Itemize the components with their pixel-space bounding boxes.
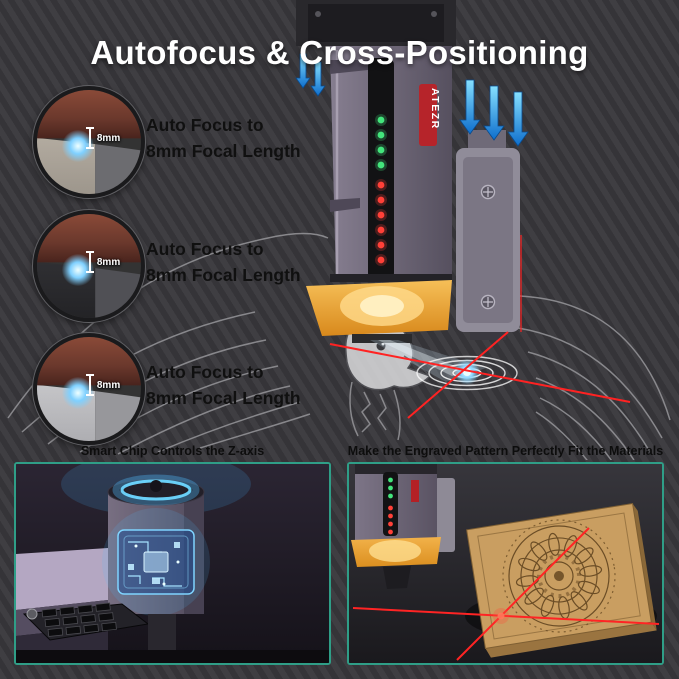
smart-chip-photo <box>16 464 329 663</box>
laser-module-mini <box>351 464 455 589</box>
focus-attachment <box>456 130 520 340</box>
screw-icon <box>480 294 496 310</box>
measure-bracket-icon <box>85 374 94 397</box>
led-strip <box>368 58 394 280</box>
laser-head-orange <box>306 280 452 343</box>
feature-label-line2: 8mm Focal Length <box>146 388 301 408</box>
page-title: Autofocus & Cross-Positioning <box>90 34 589 71</box>
feature-label-line2: 8mm Focal Length <box>146 265 301 285</box>
focus-photo-3: 8mm <box>33 333 145 445</box>
focal-length-measure: 8mm <box>85 374 121 397</box>
measure-value: 8mm <box>96 132 121 144</box>
measure-value: 8mm <box>96 379 121 391</box>
focal-length-measure: 8mm <box>85 251 121 274</box>
focus-light-glow <box>61 253 94 286</box>
screw-icon <box>480 184 496 200</box>
feature-label-2: Auto Focus to 8mm Focal Length <box>146 236 301 288</box>
focal-length-measure: 8mm <box>85 127 121 150</box>
feature-label-line1: Auto Focus to <box>146 362 264 382</box>
measure-value: 8mm <box>96 256 121 268</box>
feature-label-1: Auto Focus to 8mm Focal Length <box>146 112 301 164</box>
wood-board <box>466 503 657 658</box>
engraving-panel <box>347 462 664 665</box>
focus-photo-1: 8mm <box>33 86 145 198</box>
panel-caption-right: Make the Engraved Pattern Perfectly Fit … <box>347 444 664 458</box>
focus-photo-2: 8mm <box>33 210 145 322</box>
brand-badge <box>419 84 437 146</box>
smart-chip <box>117 529 195 595</box>
engraving-photo <box>349 464 662 663</box>
measure-bracket-icon <box>85 251 94 274</box>
mandala-engraving <box>502 519 616 633</box>
feature-label-line1: Auto Focus to <box>146 115 264 135</box>
gantry-mount <box>296 0 456 46</box>
focus-light-glow <box>61 129 94 162</box>
smart-chip-panel <box>14 462 331 665</box>
feature-label-line2: 8mm Focal Length <box>146 141 301 161</box>
laser-cross-lines <box>329 235 631 419</box>
feature-label-3: Auto Focus to 8mm Focal Length <box>146 359 301 411</box>
measure-bracket-icon <box>85 127 94 150</box>
feature-label-line1: Auto Focus to <box>146 239 264 259</box>
focus-light-glow <box>61 376 94 409</box>
laser-module: ATEZR <box>330 46 452 282</box>
laser-cross-projection <box>352 527 660 661</box>
panel-caption-left: Smart Chip Controls the Z-axis <box>80 444 265 458</box>
focus-target <box>416 355 518 391</box>
brand-logo-text: ATEZR <box>429 88 441 130</box>
lavender-rail <box>16 548 108 610</box>
led-red-lights <box>375 179 387 266</box>
cross-point <box>497 612 505 620</box>
machine-scene: ATEZR <box>7 0 671 460</box>
led-green-lights <box>375 114 387 171</box>
down-arrow-icons <box>295 53 529 147</box>
